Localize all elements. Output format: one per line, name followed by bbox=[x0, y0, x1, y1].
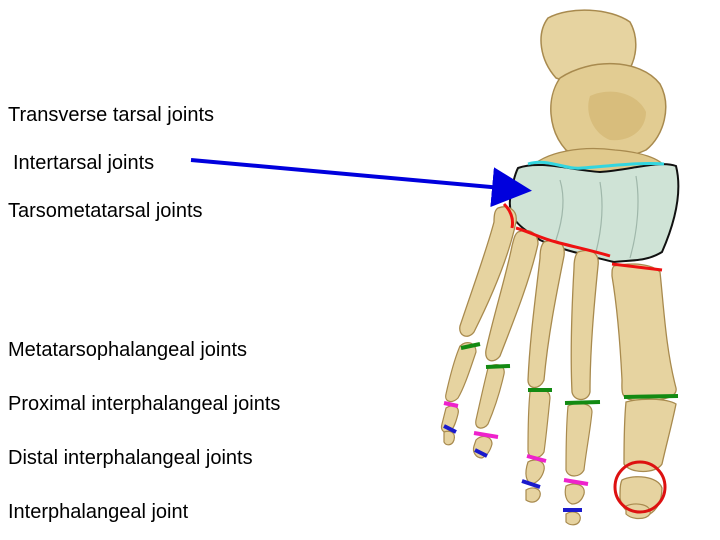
pip-line-toe-3 bbox=[526, 454, 547, 463]
metatarsal-2 bbox=[570, 249, 599, 401]
metatarsal-3 bbox=[527, 239, 565, 389]
intertarsal-label: Intertarsal joints bbox=[13, 152, 155, 174]
tarsometatarsal-line-medial bbox=[611, 262, 663, 272]
distal-interphalangeal-label: Distal interphalangeal joints bbox=[8, 447, 253, 469]
toe-5-tip bbox=[443, 430, 455, 446]
mtp-line-toe-4 bbox=[485, 364, 511, 369]
mtp-line-toe-2 bbox=[564, 400, 601, 405]
toe-4-proximal-phalanx bbox=[475, 364, 505, 429]
big-toe-proximal-phalanx bbox=[623, 398, 677, 473]
hindfoot-bones bbox=[526, 9, 667, 179]
dip-line-toe-5 bbox=[443, 424, 457, 434]
tarsometatarsal-line-middle bbox=[515, 226, 611, 258]
interphalangeal-joint-circle bbox=[613, 460, 667, 514]
transverse-tarsal-joint-line bbox=[527, 160, 665, 170]
metatarsophalangeal-joint-lines bbox=[460, 342, 679, 405]
mtp-line-big-toe bbox=[623, 394, 679, 399]
toe-3-middle-phalanx bbox=[525, 459, 545, 485]
intertarsal-arrow bbox=[190, 158, 532, 208]
cuneiform-seam-3 bbox=[629, 175, 639, 259]
transverse-tarsal-label: Transverse tarsal joints bbox=[8, 104, 214, 126]
tarsometatarsal-label: Tarsometatarsal joints bbox=[8, 200, 203, 222]
cuneiform-seam-1 bbox=[555, 179, 564, 241]
toe-2-proximal-phalanx bbox=[565, 402, 593, 477]
metatarsal-4 bbox=[485, 229, 539, 362]
metatarsal-bones bbox=[459, 206, 677, 402]
dip-line-toe-4 bbox=[474, 448, 488, 458]
toe-2-distal-phalanx bbox=[565, 511, 581, 526]
toe-3-proximal-phalanx bbox=[527, 388, 551, 459]
mtp-line-toe-5 bbox=[460, 342, 481, 350]
proximal-interphalangeal-joint-lines bbox=[443, 401, 589, 486]
toe-2-middle-phalanx bbox=[564, 483, 585, 505]
proximal-interphalangeal-label: Proximal interphalangeal joints bbox=[8, 393, 281, 415]
toe-3-distal-phalanx bbox=[525, 487, 541, 503]
pip-line-toe-5 bbox=[443, 401, 459, 408]
distal-interphalangeal-joint-lines bbox=[443, 424, 582, 512]
metatarsophalangeal-label: Metatarsophalangeal joints bbox=[8, 339, 248, 361]
toe-5-proximal-phalanx bbox=[445, 342, 477, 403]
pip-line-toe-4 bbox=[473, 431, 499, 439]
talus-head-shading bbox=[588, 91, 646, 141]
metatarsal-1 bbox=[611, 263, 677, 402]
pip-line-toe-2 bbox=[563, 478, 589, 486]
cuneiform-seam-2 bbox=[595, 181, 603, 253]
interphalangeal-label: Interphalangeal joint bbox=[8, 501, 189, 523]
dip-line-toe-3 bbox=[521, 479, 541, 489]
metatarsal-5 bbox=[459, 206, 517, 337]
